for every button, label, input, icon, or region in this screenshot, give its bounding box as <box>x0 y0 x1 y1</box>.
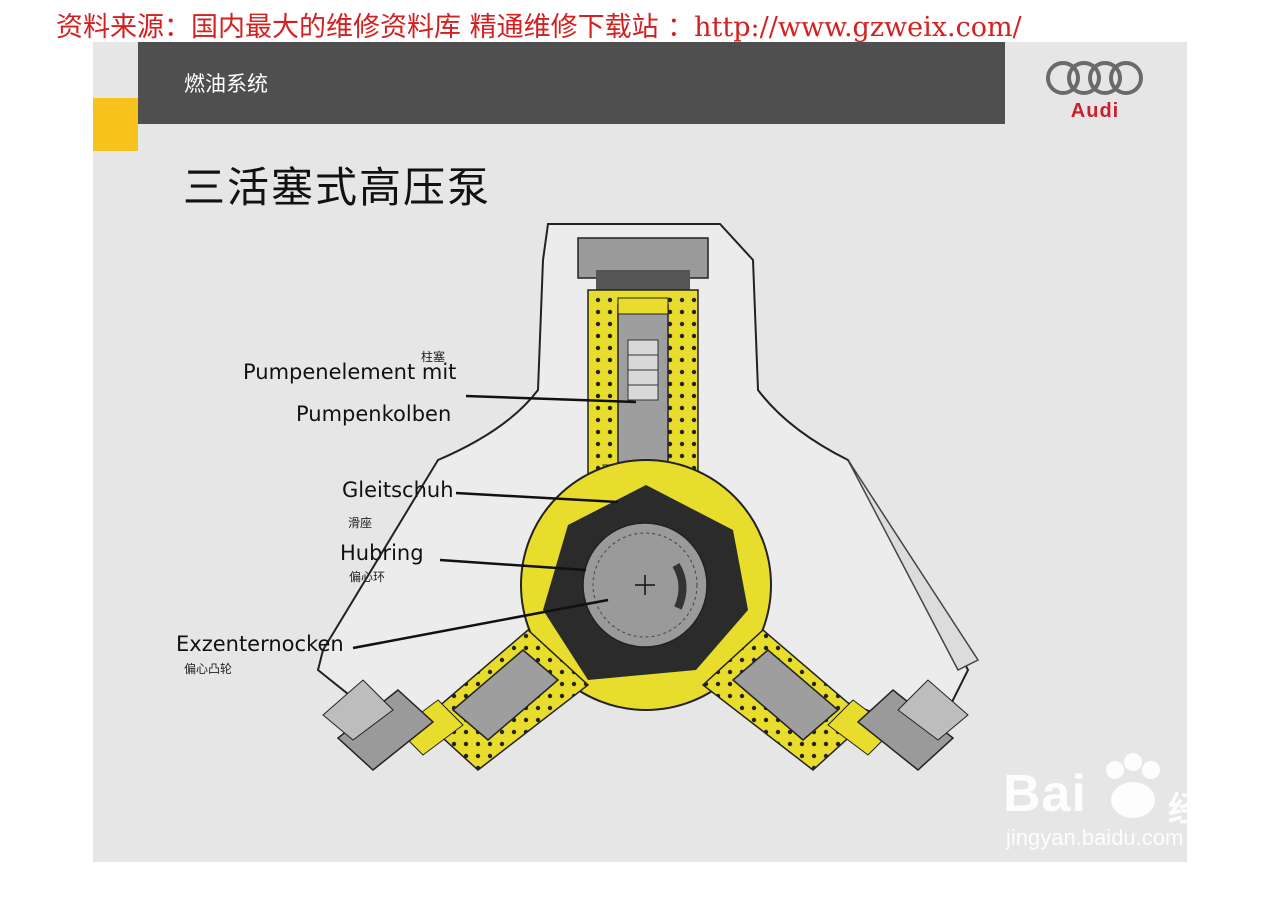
header-bar: 燃油系统 <box>138 42 1005 124</box>
section-title: 燃油系统 <box>184 72 268 96</box>
leader-slide-shoe <box>455 491 619 504</box>
audi-rings-icon <box>1046 61 1143 95</box>
watermark-brand: Bai <box>1003 765 1087 823</box>
label-pump-element-cn: 柱塞 <box>421 350 446 364</box>
page-title: 三活塞式高压泵 <box>183 163 492 212</box>
leader-eccentric-cam <box>352 598 609 650</box>
leader-pump-element <box>465 394 637 404</box>
label-slide-shoe-cn: 滑座 <box>348 516 373 530</box>
right-pump-element <box>701 628 969 771</box>
baidu-watermark: Bai 经验 jingyan.baidu.com <box>998 752 1273 862</box>
left-pump-element <box>322 628 590 771</box>
label-cam-ring: Hubring <box>340 541 424 565</box>
leader-cam-ring <box>439 558 587 572</box>
label-slide-shoe: Gleitschuh <box>342 478 454 502</box>
audi-logo: Audi <box>1043 60 1147 126</box>
audi-logo-text: Audi <box>1070 100 1120 122</box>
slide: 燃油系统 Audi 三活塞式高压泵 <box>93 42 1236 862</box>
paw-icon <box>1106 753 1160 818</box>
label-eccentric-cam: Exzenternocken <box>176 632 344 656</box>
watermark-url: jingyan.baidu.com <box>1006 825 1184 850</box>
label-pump-element-line1: Pumpenelement mit <box>243 360 457 384</box>
label-eccentric-cam-cn: 偏心凸轮 <box>184 662 233 676</box>
accent-square <box>93 98 138 151</box>
watermark-brand-cn: 经验 <box>1168 790 1236 830</box>
source-banner: 资料来源：国内最大的维修资料库 精通维修下载站 ：http://www.gzwe… <box>56 12 1022 43</box>
pump-cross-section <box>316 223 980 771</box>
pump-diagram: 柱塞 Pumpenelement mit Pumpenkolben Gleits… <box>148 210 1028 850</box>
label-cam-ring-cn: 偏心环 <box>349 570 386 584</box>
label-pump-element-line2: Pumpenkolben <box>296 402 452 426</box>
